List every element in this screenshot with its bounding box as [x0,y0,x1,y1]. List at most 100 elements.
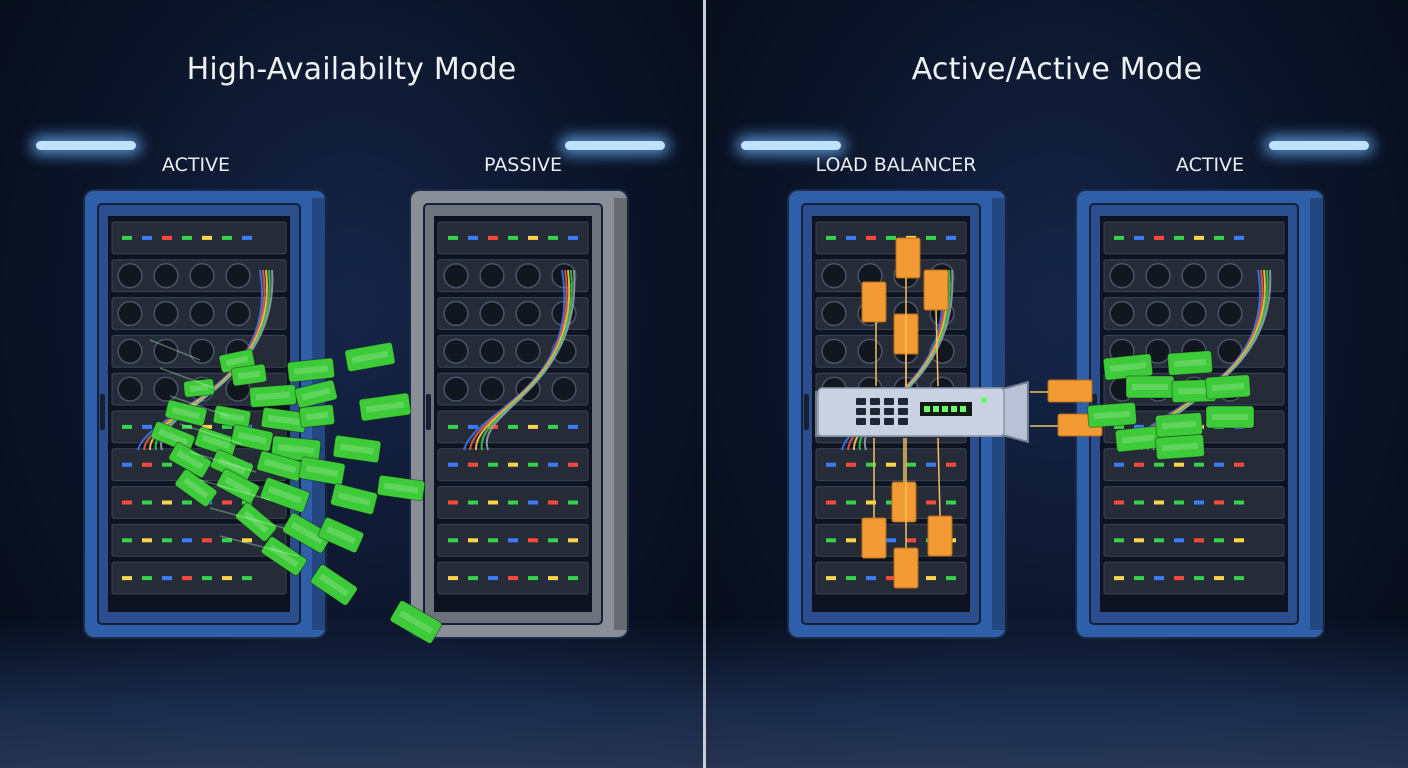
status-led [468,462,478,467]
motion-streak [159,367,215,389]
active-active-panel: Active/Active Mode LOAD BALANCER ACTIVE [706,0,1408,768]
orange-packet-body [861,281,887,323]
data-packet-icon-stripe [290,521,324,545]
status-led [568,538,578,543]
data-packet-icon-body [298,456,346,486]
status-led [926,235,936,240]
status-led [202,424,212,429]
fan-icon [1145,263,1171,289]
status-led [866,500,876,505]
door-handle [426,394,431,430]
status-led [886,576,896,581]
data-packet-icon [332,434,382,464]
data-packet-icon [317,516,365,554]
status-led [122,500,132,505]
status-led [926,500,936,505]
status-led [488,500,498,505]
data-packet-icon-stripe [351,350,389,364]
data-packet-icon [1166,350,1214,376]
lb-key [856,418,866,425]
status-led [142,538,152,543]
fan-icon [1181,300,1207,327]
status-led [946,235,956,240]
data-packet-icon [1171,378,1217,404]
status-led [468,424,478,429]
lb-key [870,418,880,425]
status-led [1134,424,1144,429]
status-led [528,235,538,240]
status-led [468,538,478,543]
orange-packet-body [1047,379,1093,403]
status-led [1134,235,1144,240]
data-packet-icon-body [1204,374,1252,400]
data-packet-icon [310,564,358,606]
status-led [448,538,458,543]
data-packet-icon [1086,402,1138,428]
fan-icon [1217,300,1243,327]
status-led [142,500,152,505]
motion-streak [169,395,229,417]
server-unit [111,561,287,595]
status-led [182,576,192,581]
data-packet-icon-body [234,502,278,542]
lb-display-segment [924,406,930,412]
status-led [926,576,936,581]
status-led [182,424,192,429]
data-packet-icon-stripe [237,432,267,444]
fan-icon [153,263,179,289]
status-led [448,462,458,467]
status-led [886,462,896,467]
orange-flow-line [935,309,939,387]
data-packet-icon [164,399,208,427]
status-led [528,424,538,429]
fan-icon [443,338,469,364]
status-led [242,538,252,543]
fan-icon [225,263,251,289]
data-packet-icon-body [389,600,443,644]
status-led [866,576,876,581]
fan-icon [1145,300,1171,327]
orange-packet-body [923,269,949,311]
orange-packet-icon [861,517,887,559]
floor-reflection-right [706,618,1408,768]
status-led [1234,576,1244,581]
status-led [528,576,538,581]
fan-icon [515,263,541,289]
status-led [548,424,558,429]
data-packet-icon-stripe [337,492,371,506]
data-packet-icon [230,424,274,452]
fan-icon [153,300,179,327]
status-led [142,235,152,240]
fan-icon [443,376,469,402]
data-packet-icon [216,468,260,504]
orange-packet-icon [1047,379,1093,403]
data-packet-icon [260,406,308,434]
status-led [1234,462,1244,467]
status-led [162,235,172,240]
status-led [528,500,538,505]
load-balancer-device-icon [815,380,1029,444]
status-led [1134,576,1144,581]
status-led [1114,424,1124,429]
data-packet-icon-stripe [182,477,210,499]
status-led [1174,235,1184,240]
lb-display-segment [942,406,948,412]
motion-streak [219,535,299,557]
data-packet-icon-stripe [267,414,301,426]
data-packet-icon-stripe [267,486,303,504]
status-led [222,424,232,429]
data-packet-icon-body [260,536,308,576]
data-packet-icon-body [1154,412,1204,438]
status-led [1134,462,1144,467]
data-packet-icon-stripe [1132,384,1168,390]
status-led [488,576,498,581]
status-led [202,538,212,543]
orange-packet-icon [893,547,919,589]
data-packet-icon [1154,434,1206,460]
fan-icon [1181,263,1207,289]
lb-key [884,408,894,415]
status-led [946,576,956,581]
ha-scene [83,189,629,644]
orange-packet-body [861,517,887,559]
status-led [1154,538,1164,543]
